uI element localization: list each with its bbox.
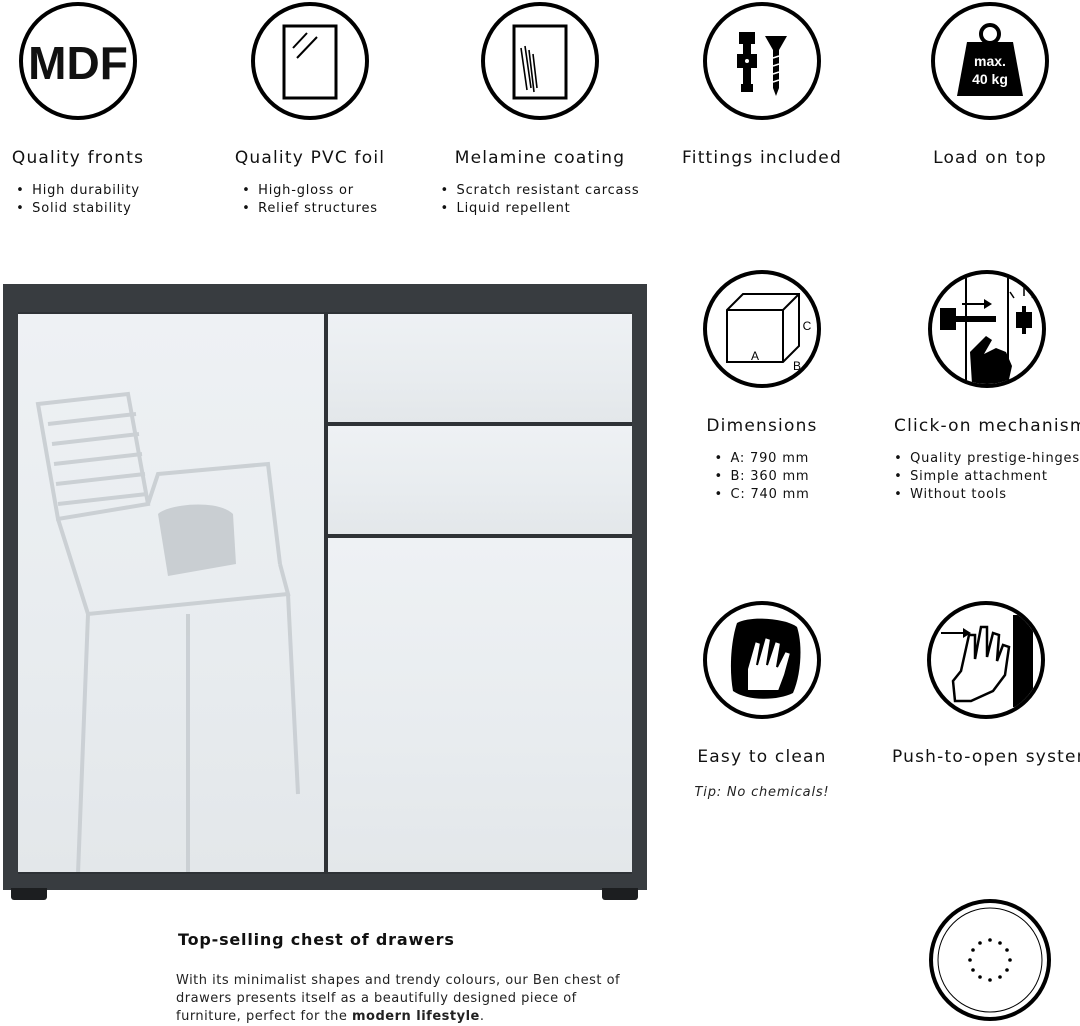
cabinet-leg-right <box>602 888 638 900</box>
right-door <box>328 538 632 872</box>
description-emphasis: modern lifestyle <box>351 1009 480 1024</box>
weight-line2: 40 kg <box>972 71 1008 87</box>
feature-quality-fronts: MDF Quality fronts High durability Solid… <box>0 2 156 218</box>
feature-dimensions: A B C Dimensions A: 790 mm B: 360 mm C: … <box>672 270 852 504</box>
feature-tip: Tip: No chemicals! <box>694 785 830 800</box>
feature-bullets: Scratch resistant carcass Liquid repelle… <box>441 182 640 218</box>
feature-title: Dimensions <box>706 416 818 436</box>
feature-title: Click-on mechanism <box>894 416 1080 436</box>
weight-icon: max. 40 kg <box>931 2 1049 120</box>
feature-title: Melamine coating <box>454 148 626 168</box>
feature-title: Quality PVC foil <box>234 148 386 168</box>
bullet: Simple attachment <box>894 468 1080 486</box>
chair-reflection <box>35 391 300 875</box>
feature-title: Push-to-open system <box>892 747 1080 767</box>
hinge-screw-icon <box>703 2 821 120</box>
bullet: C: 740 mm <box>714 486 809 504</box>
chest-of-drawers-image <box>3 284 647 890</box>
bullet: Solid stability <box>16 200 140 218</box>
feature-bullets: Quality prestige-hinges Simple attachmen… <box>894 450 1080 504</box>
feature-easy-clean: Easy to clean Tip: No chemicals! <box>672 601 852 800</box>
made-in-germany-seal <box>928 898 1052 1022</box>
bullet: Without tools <box>894 486 1080 504</box>
cube-dimensions-icon: A B C <box>703 270 821 388</box>
feature-pvc-foil: Quality PVC foil High-gloss or Relief st… <box>220 2 400 218</box>
bullet: High-gloss or <box>242 182 378 200</box>
description-body: With its minimalist shapes and trendy co… <box>176 973 621 1024</box>
feature-click-on: Click-on mechanism Quality prestige-hing… <box>894 270 1080 504</box>
left-door <box>18 314 324 875</box>
top-drawer-front <box>328 314 632 422</box>
feature-title: Fittings included <box>682 148 842 168</box>
bullet: Relief structures <box>242 200 378 218</box>
dim-label-c: C <box>803 319 812 333</box>
description-title: Top-selling chest of drawers <box>178 930 455 949</box>
feature-title: Quality fronts <box>11 148 145 168</box>
middle-drawer-front <box>328 426 632 534</box>
glossy-panel-icon <box>251 2 369 120</box>
dim-label-a: A <box>751 349 759 363</box>
weight-line1: max. <box>974 53 1006 69</box>
bullet: A: 790 mm <box>714 450 809 468</box>
bullet: B: 360 mm <box>714 468 809 486</box>
scratch-panel-icon <box>481 2 599 120</box>
mdf-icon: MDF <box>19 2 137 120</box>
bullet: High durability <box>16 182 140 200</box>
feature-push-to-open: Push-to-open system <box>892 601 1080 767</box>
bullet: Scratch resistant carcass <box>441 182 640 200</box>
bullet: Liquid repellent <box>441 200 640 218</box>
feature-title: Load on top <box>933 148 1047 168</box>
feature-bullets: High durability Solid stability <box>16 182 140 218</box>
feature-melamine: Melamine coating Scratch resistant carca… <box>430 2 650 218</box>
feature-load-on-top: max. 40 kg Load on top <box>900 2 1080 168</box>
feature-bullets: A: 790 mm B: 360 mm C: 740 mm <box>714 450 809 504</box>
wiping-hand-icon <box>703 601 821 719</box>
cabinet-carcass <box>18 312 632 875</box>
push-hand-icon <box>927 601 1045 719</box>
feature-fittings: Fittings included <box>672 2 852 168</box>
feature-title: Easy to clean <box>697 747 827 767</box>
cabinet-leg-left <box>11 888 47 900</box>
dim-label-b: B <box>793 359 801 373</box>
feature-bullets: High-gloss or Relief structures <box>242 182 378 218</box>
click-hinge-icon <box>928 270 1046 388</box>
bullet: Quality prestige-hinges <box>894 450 1080 468</box>
